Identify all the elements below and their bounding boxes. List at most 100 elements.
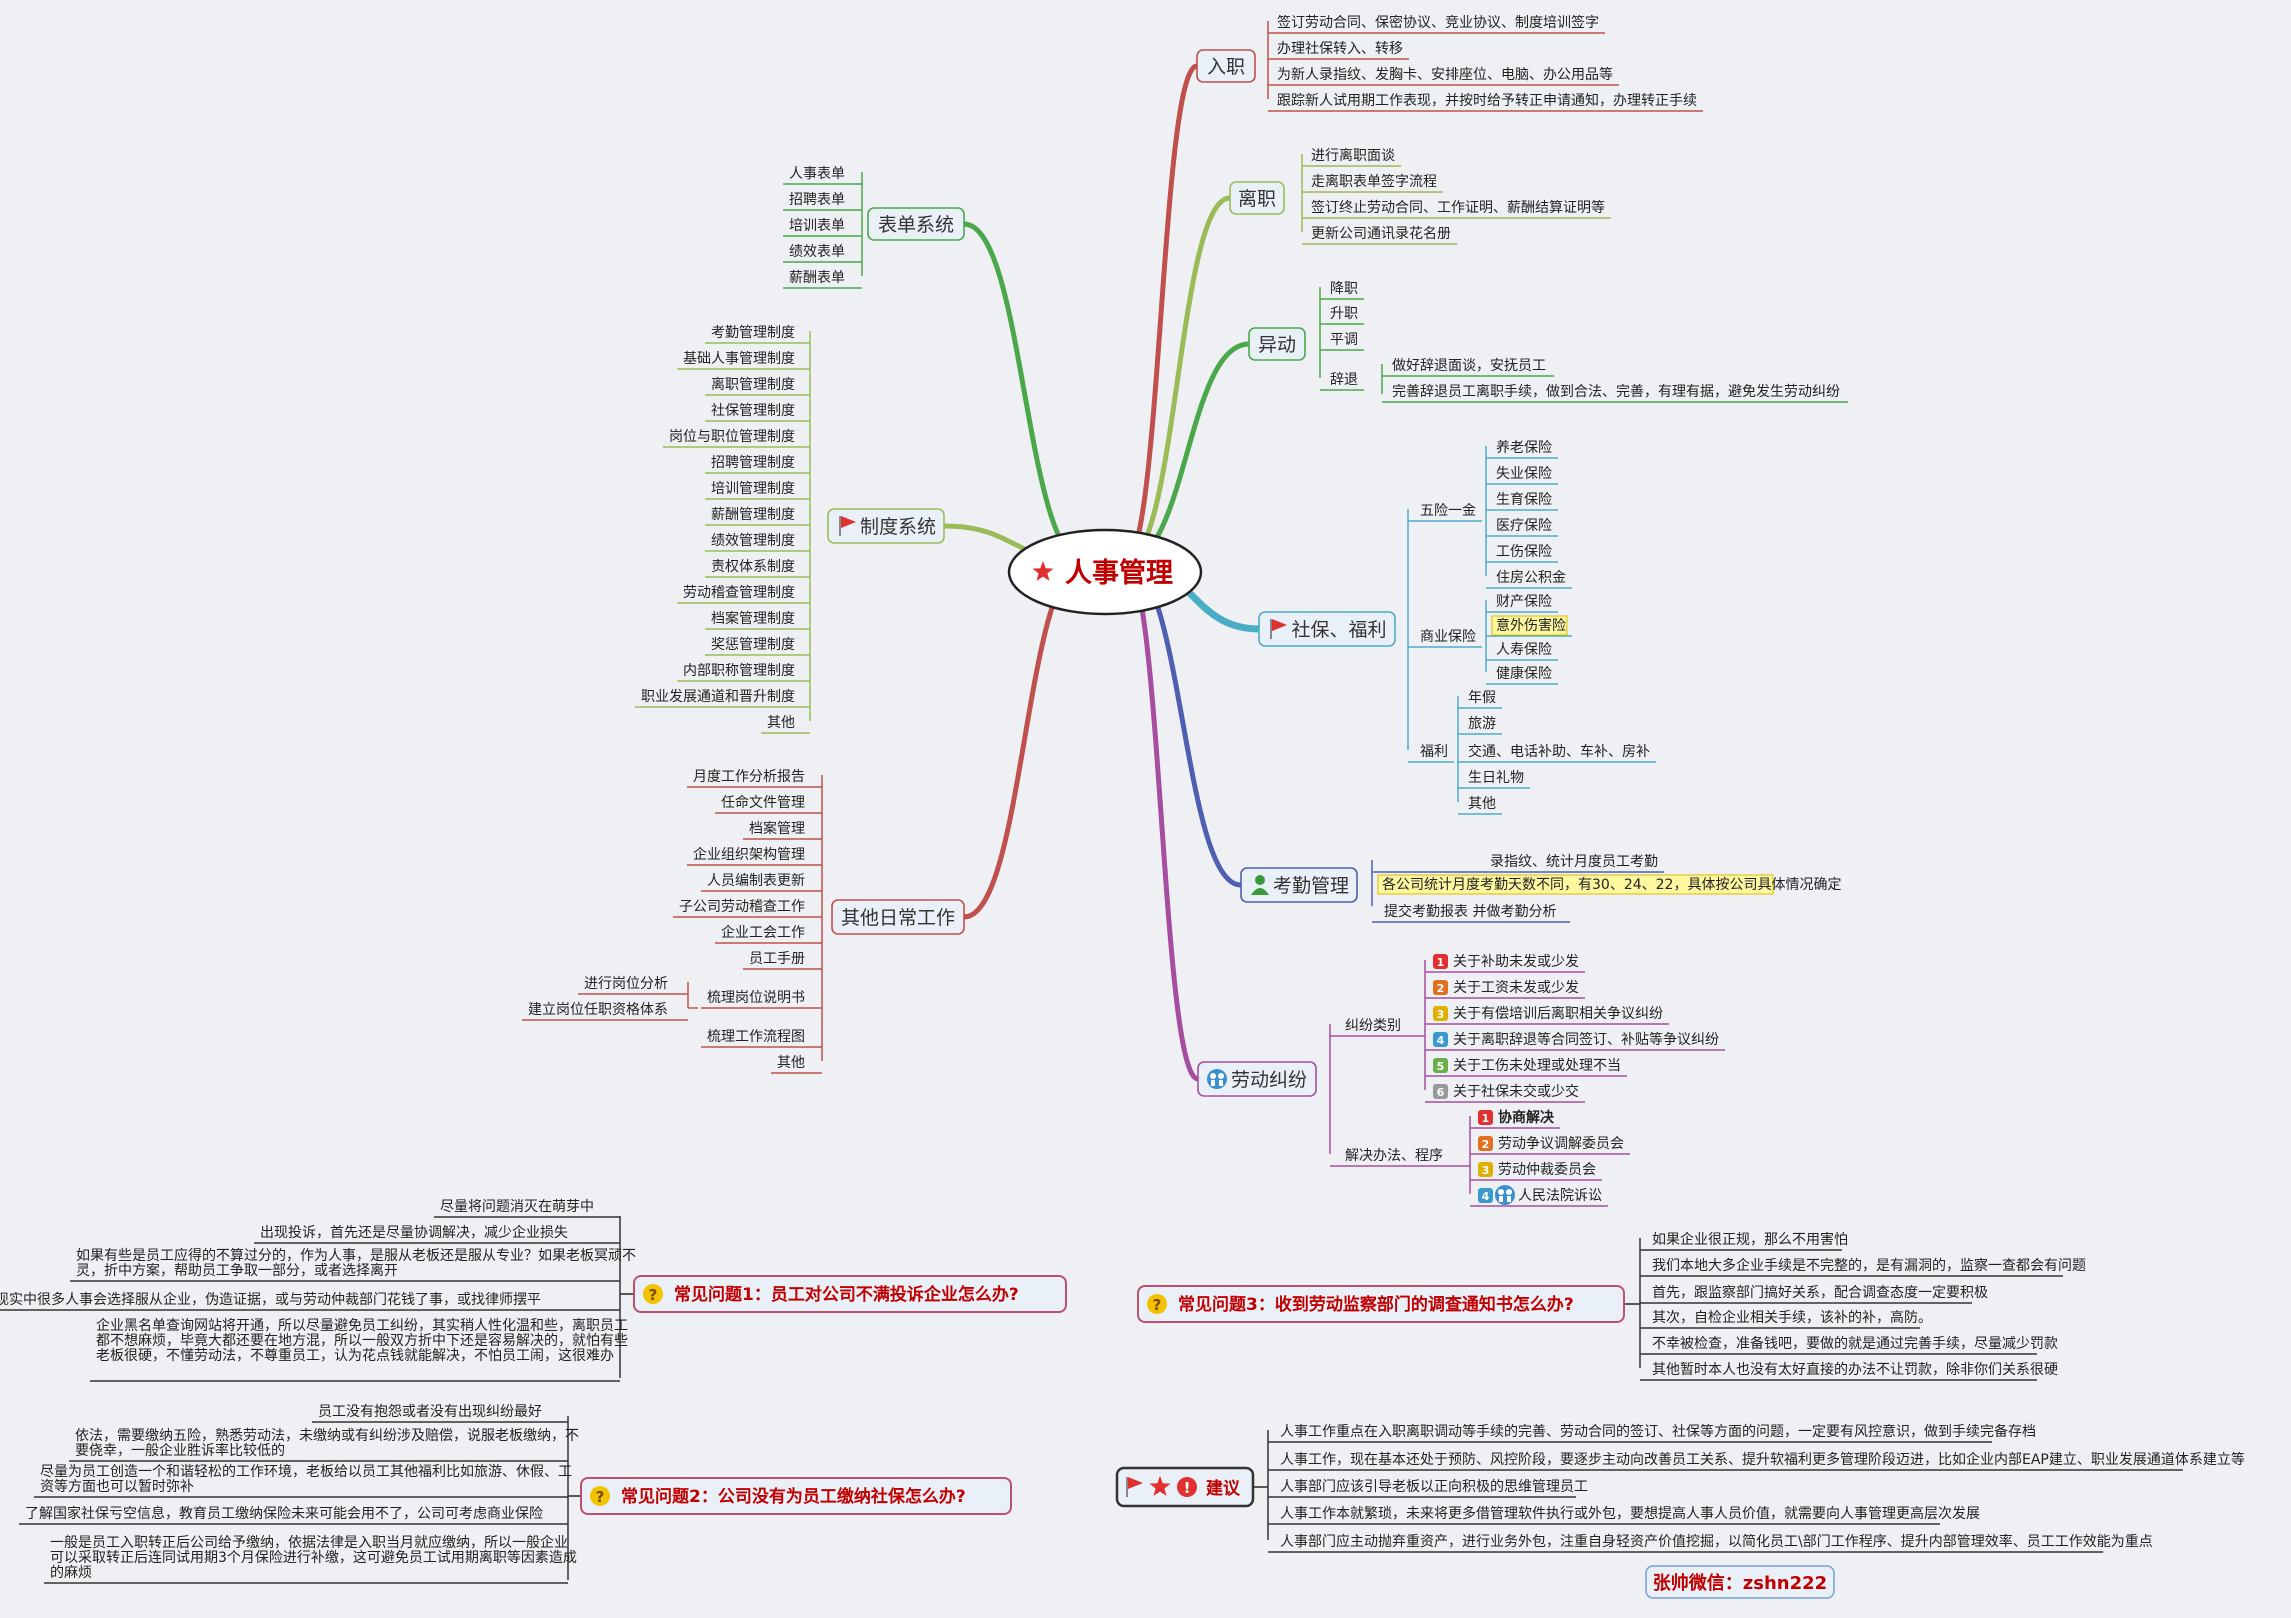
answer-item: 企业黑名单查询网站将开通，所以尽量避免员工纠纷，其实稍人性化温和些，离职员工都不… bbox=[96, 1317, 628, 1364]
list-item: 交通、电话补助、车补、房补 bbox=[1468, 743, 1650, 760]
list-item: 健康保险 bbox=[1496, 665, 1552, 682]
question-icon: ? bbox=[590, 1486, 610, 1506]
svg-text:5: 5 bbox=[1437, 1060, 1445, 1073]
svg-text:?: ? bbox=[649, 1286, 658, 1304]
topic-label: 社保、福利 bbox=[1291, 619, 1386, 641]
svg-text:!: ! bbox=[1184, 1479, 1191, 1497]
topic-forms[interactable]: 表单系统 bbox=[867, 207, 965, 241]
list-item: 工伤保险 bbox=[1496, 544, 1552, 560]
topic-onboarding[interactable]: 入职 bbox=[1196, 49, 1256, 83]
list-item: 企业组织架构管理 bbox=[693, 846, 805, 863]
advice-item: 人事工作本就繁琐，未来将更多借管理软件执行或外包，要想提高人事人员价值，就需要向… bbox=[1280, 1505, 1980, 1522]
question-3-node[interactable]: ?常见问题3：收到劳动监察部门的调查通知书怎么办? bbox=[1137, 1285, 1625, 1323]
question-label: 常见问题1：员工对公司不满投诉企业怎么办? bbox=[674, 1284, 1019, 1305]
topic-policies[interactable]: 制度系统 bbox=[827, 508, 945, 544]
list-item: 劳动仲裁委员会 bbox=[1498, 1162, 1596, 1178]
priority-icon: 5 bbox=[1433, 1058, 1448, 1073]
group-label: 解决办法、程序 bbox=[1345, 1148, 1443, 1164]
advice-item: 人事工作，现在基本还处于预防、风控阶段，要逐步主动向改善员工关系、提升软福利更多… bbox=[1280, 1451, 2245, 1468]
priority-icon: 1 bbox=[1433, 954, 1448, 969]
star-icon bbox=[1032, 561, 1054, 581]
root-title: 人事管理 bbox=[1065, 558, 1173, 589]
star-icon bbox=[1149, 1476, 1171, 1496]
priority-icon: 6 bbox=[1433, 1084, 1448, 1099]
list-item: 关于离职辞退等合同签订、补贴等争议纠纷 bbox=[1453, 1031, 1719, 1048]
topic-transfer[interactable]: 异动 bbox=[1248, 327, 1306, 361]
answer-item: 尽量将问题消灭在萌芽中 bbox=[440, 1199, 594, 1215]
list-item: 基础人事管理制度 bbox=[683, 350, 795, 367]
list-item: 平调 bbox=[1330, 332, 1358, 348]
person-icon bbox=[1251, 875, 1269, 895]
list-item: 录指纹、统计月度员工考勤 bbox=[1490, 854, 1658, 870]
topic-label: 考勤管理 bbox=[1273, 875, 1349, 897]
question-label: 常见问题2：公司没有为员工缴纳社保怎么办? bbox=[621, 1486, 966, 1507]
list-item: 离职管理制度 bbox=[711, 376, 795, 393]
question-1-node[interactable]: ? 常见问题1：员工对公司不满投诉企业怎么办? bbox=[633, 1275, 1067, 1313]
people-icon bbox=[1207, 1069, 1227, 1089]
group-label: 纠纷类别 bbox=[1345, 1018, 1401, 1034]
list-item: 内部职称管理制度 bbox=[683, 663, 795, 679]
advice-item: 人事部门应主动抛弃重资产，进行业务外包，注重自身轻资产价值挖掘，以简化员工\部门… bbox=[1280, 1533, 2153, 1550]
branch-line bbox=[1123, 559, 1200, 1082]
list-item: 住房公积金 bbox=[1496, 570, 1566, 586]
list-item: 跟踪新人试用期工作表现，并按时给予转正申请通知，办理转正手续 bbox=[1277, 92, 1697, 109]
list-item: 为新人录指纹、发胸卡、安排座位、电脑、办公用品等 bbox=[1277, 66, 1613, 83]
flag-icon bbox=[1126, 1477, 1143, 1497]
topic-labor-dispute[interactable]: 劳动纠纷 bbox=[1197, 1061, 1317, 1097]
list-item: 签订终止劳动合同、工作证明、薪酬结算证明等 bbox=[1311, 199, 1605, 216]
list-item: 招聘管理制度 bbox=[711, 455, 795, 471]
list-item: 任命文件管理 bbox=[721, 794, 805, 811]
advice-label: 建议 bbox=[1206, 1478, 1241, 1499]
list-item-highlighted: 各公司统计月度考勤天数不同，有30、24、22，具体按公司具体情况确定 bbox=[1382, 877, 1841, 893]
topic-benefits[interactable]: 社保、福利 bbox=[1258, 611, 1396, 647]
answer-item: 如果企业很正规，那么不用害怕 bbox=[1652, 1231, 1848, 1248]
list-item: 梳理工作流程图 bbox=[707, 1029, 805, 1045]
wechat-text: 张帅微信：zshn222 bbox=[1653, 1572, 1827, 1594]
list-item: 关于社保未交或少交 bbox=[1453, 1083, 1579, 1100]
question-label: 常见问题3：收到劳动监察部门的调查通知书怎么办? bbox=[1178, 1294, 1574, 1315]
answer-item: 依法，需要缴纳五险，熟悉劳动法，未缴纳或有纠纷涉及赔偿，说服老板缴纳，不要侥幸，… bbox=[75, 1428, 579, 1459]
topic-label: 异动 bbox=[1258, 334, 1296, 356]
list-item: 生日礼物 bbox=[1468, 770, 1524, 786]
list-item: 降职 bbox=[1330, 281, 1358, 297]
list-item: 进行离职面谈 bbox=[1311, 147, 1395, 164]
group-label: 福利 bbox=[1420, 744, 1448, 760]
answer-item: 如果有些是员工应得的不算过分的，作为人事，是服从老板还是服从专业？如果老板冥顽不… bbox=[76, 1247, 636, 1279]
list-item: 关于有偿培训后离职相关争议纠纷 bbox=[1453, 1005, 1663, 1022]
list-item: 建立岗位任职资格体系 bbox=[528, 1002, 668, 1018]
list-item: 年假 bbox=[1468, 690, 1496, 706]
list-item: 月度工作分析报告 bbox=[693, 769, 805, 785]
root-node[interactable] bbox=[1007, 528, 1203, 616]
list-item: 完善辞退员工离职手续，做到合法、完善，有理有据，避免发生劳动纠纷 bbox=[1392, 383, 1840, 400]
list-item: 办理社保转入、转移 bbox=[1277, 41, 1403, 57]
topic-daily-work[interactable]: 其他日常工作 bbox=[831, 899, 965, 935]
list-item: 责权体系制度 bbox=[711, 559, 795, 575]
highlight-box bbox=[1491, 615, 1568, 636]
topic-offboarding[interactable]: 离职 bbox=[1229, 181, 1285, 215]
list-item: 岗位与职位管理制度 bbox=[669, 429, 795, 445]
list-item: 关于补助未发或少发 bbox=[1453, 954, 1579, 970]
svg-text:?: ? bbox=[596, 1488, 605, 1506]
advice-item: 人事工作重点在入职离职调动等手续的完善、劳动合同的签订、社保等方面的问题，一定要… bbox=[1280, 1423, 2036, 1440]
topic-attendance[interactable]: 考勤管理 bbox=[1240, 867, 1358, 903]
list-item: 失业保险 bbox=[1496, 466, 1552, 482]
people-icon bbox=[1495, 1185, 1515, 1205]
topic-label: 劳动纠纷 bbox=[1231, 1069, 1307, 1091]
list-item: 薪酬管理制度 bbox=[711, 507, 795, 523]
priority-icon: 3 bbox=[1433, 1006, 1448, 1021]
svg-text:4: 4 bbox=[1437, 1034, 1445, 1047]
answer-item: 其次，自检企业相关手续，该补的补，高防。 bbox=[1652, 1309, 1932, 1326]
list-item: 更新公司通讯录花名册 bbox=[1311, 226, 1451, 242]
answer-item: 了解国家社保亏空信息，教育员工缴纳保险未来可能会用不了，公司可考虑商业保险 bbox=[25, 1505, 543, 1522]
priority-icon: 2 bbox=[1433, 980, 1448, 995]
list-item: 生育保险 bbox=[1496, 492, 1552, 508]
advice-node[interactable]: ! 建议 bbox=[1115, 1466, 1255, 1508]
list-item: 职业发展通道和晋升制度 bbox=[641, 689, 795, 705]
group-label: 五险一金 bbox=[1420, 503, 1476, 519]
list-item: 关于工伤未处理或处理不当 bbox=[1453, 1058, 1621, 1074]
answer-item: 现实中很多人事会选择服从企业，伪造证据，或与劳动仲裁部门花钱了事，或找律师摆平 bbox=[0, 1291, 541, 1308]
branch-line bbox=[963, 221, 1086, 565]
list-item: 劳动稽查管理制度 bbox=[683, 585, 795, 601]
list-item: 人事表单 bbox=[789, 166, 845, 182]
question-2-node[interactable]: ? 常见问题2：公司没有为员工缴纳社保怎么办? bbox=[580, 1477, 1012, 1515]
